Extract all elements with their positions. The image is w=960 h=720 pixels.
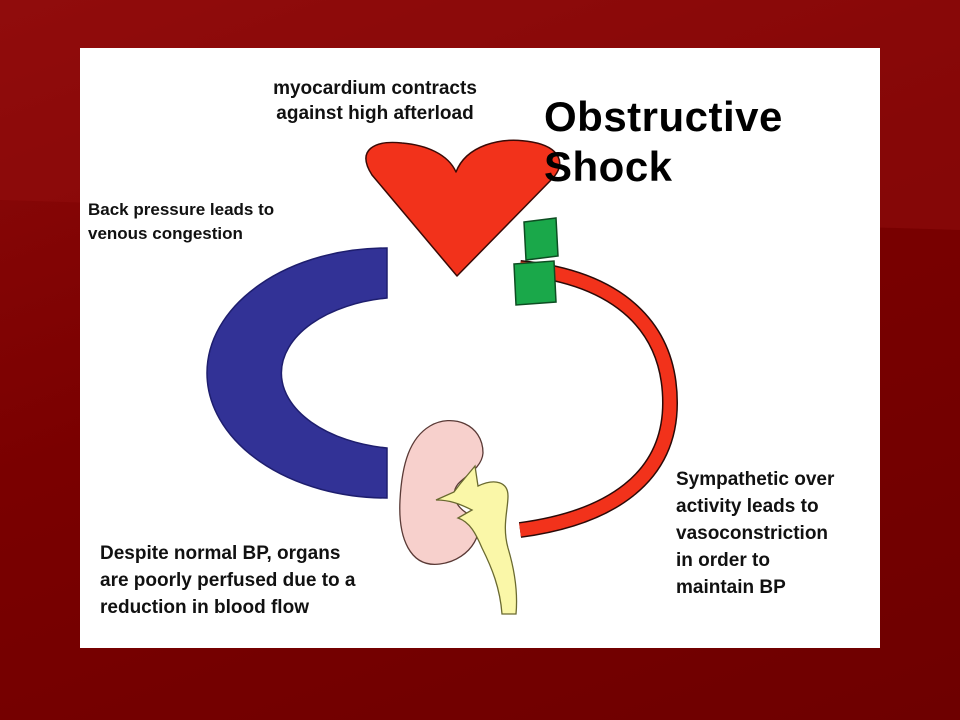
sympathetic-label: Sympathetic over activity leads to vasoc… <box>676 469 835 598</box>
myocardium-label: myocardium contracts against high afterl… <box>273 78 477 124</box>
arterial-outflow-arc <box>518 260 679 538</box>
ureter-shape <box>435 464 518 615</box>
kidney-icon <box>399 419 518 615</box>
obstruction-clamp-icon <box>513 217 559 306</box>
venous-return-arc <box>206 247 388 499</box>
perfusion-label: Despite normal BP, organs are poorly per… <box>100 543 356 618</box>
diagram-panel: Obstructive Shock myocardium contracts a… <box>80 48 880 648</box>
diagram-title: Obstructive Shock <box>544 93 783 190</box>
heart-icon <box>365 139 561 277</box>
circulation-diagram <box>206 139 679 615</box>
back-pressure-label: Back pressure leads to venous congestion <box>88 200 275 243</box>
